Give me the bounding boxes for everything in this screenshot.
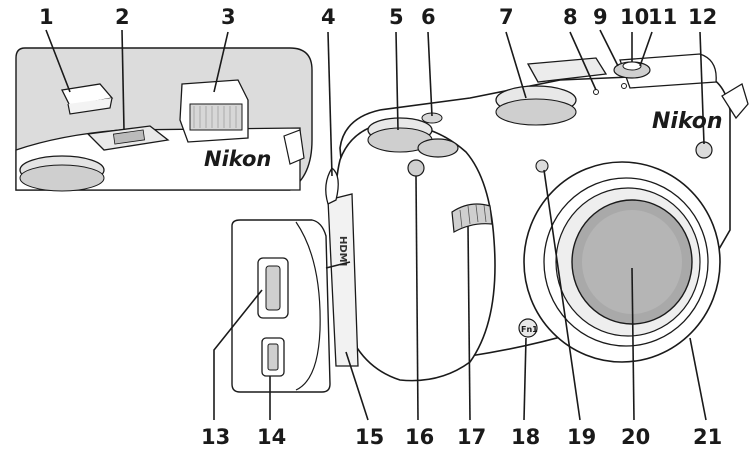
callout-18: 18 — [511, 425, 540, 449]
callout-2: 2 — [115, 5, 130, 29]
callout-12: 12 — [688, 5, 717, 29]
camera-front-view: HDMI Nikon — [325, 53, 749, 382]
callout-4: 4 — [321, 5, 336, 29]
callout-19: 19 — [567, 425, 596, 449]
svg-text:Fn1: Fn1 — [521, 325, 538, 334]
callout-11: 11 — [648, 5, 677, 29]
callout-21: 21 — [693, 425, 722, 449]
af-assist-lamp — [695, 141, 713, 159]
inset-brand-logo: Nikon — [204, 147, 271, 171]
callout-14: 14 — [257, 425, 286, 449]
fn1-button-illustration — [518, 318, 538, 338]
callout-5: 5 — [389, 5, 404, 29]
callout-20: 20 — [621, 425, 650, 449]
callout-7: 7 — [499, 5, 514, 29]
callout-3: 3 — [221, 5, 236, 29]
callout-15: 15 — [355, 425, 384, 449]
callout-6: 6 — [421, 5, 436, 29]
callout-numbers: 1 2 3 4 5 6 7 8 9 10 11 12 13 14 15 16 1… — [39, 5, 722, 449]
main-brand-logo: Nikon — [652, 109, 723, 134]
callout-17: 17 — [457, 425, 486, 449]
callout-16: 16 — [405, 425, 434, 449]
callout-1: 1 — [39, 5, 54, 29]
leader-lines — [45, 29, 707, 421]
callout-9: 9 — [593, 5, 608, 29]
callout-10: 10 — [620, 5, 649, 29]
top-inset: Nikon — [15, 47, 313, 192]
callout-8: 8 — [563, 5, 578, 29]
callout-13: 13 — [201, 425, 230, 449]
connector-inset — [231, 219, 351, 393]
svg-text:HDMI: HDMI — [337, 236, 348, 266]
